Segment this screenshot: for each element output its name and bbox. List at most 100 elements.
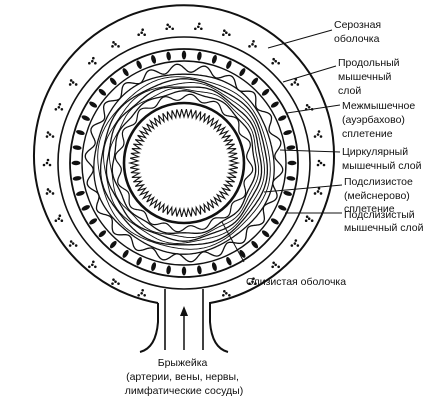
longitudinal-muscle-cell [109, 240, 117, 249]
serosa-dot [165, 27, 168, 31]
serosa-dot [42, 163, 46, 167]
serosa-dot [248, 282, 251, 285]
label-serous: Серозная оболочка [334, 19, 384, 45]
serosa-dot [272, 57, 275, 61]
serosa-dot [58, 214, 62, 218]
serosa-dot [54, 219, 58, 223]
serosa-dot [92, 260, 95, 264]
longitudinal-muscle-cell [226, 257, 232, 266]
serosa-dot [168, 25, 171, 29]
longitudinal-muscle-cell [89, 101, 98, 108]
longitudinal-muscle-cell [261, 230, 270, 238]
longitudinal-muscle-cell [122, 68, 129, 77]
serosa-dot [58, 102, 62, 106]
longitudinal-muscle-cell [109, 77, 117, 86]
serosa-dot [252, 40, 255, 43]
label-mucosa: Слизистая оболочка [246, 276, 346, 288]
serosa-dot [51, 135, 55, 138]
serosa-inner-line [57, 36, 311, 290]
longitudinal-muscle-cell [197, 265, 202, 275]
submucosal-muscle-ring [122, 101, 246, 225]
longitudinal-muscle-cell [286, 176, 296, 181]
longitudinal-muscle-cell [287, 160, 297, 166]
serosa-dot [200, 27, 203, 31]
serosa-dot [198, 22, 201, 26]
serosa-dot [94, 61, 97, 65]
mesentery-arrowhead [180, 306, 188, 316]
meissner-plexus-wave [114, 93, 254, 233]
serosa-dot [319, 161, 323, 165]
mucosa-villi [127, 108, 241, 218]
serosa-dot [94, 265, 97, 269]
serosa-dot [74, 83, 78, 86]
longitudinal-muscle-cell [211, 55, 217, 64]
label-auerbach-plexus: Межмышечное (ауэрбахово) сплетение [342, 100, 418, 140]
longitudinal-muscle-cell [251, 77, 259, 86]
label-circular-muscle: Циркулярный мышечный слой [342, 146, 422, 172]
serosa-dot [293, 242, 297, 245]
serosa-dot [46, 188, 50, 191]
serosa-dots [42, 22, 326, 297]
longitudinal-muscle-cell [136, 60, 142, 69]
serosa-dot [48, 133, 52, 136]
longitudinal-muscle-cell [261, 88, 270, 96]
serosa-dot [46, 158, 50, 162]
serosa-dot [305, 215, 309, 219]
leader-circular [279, 149, 341, 153]
serosa-dot [194, 27, 197, 31]
longitudinal-muscle-cell [239, 68, 246, 77]
mesentery-channel [164, 289, 204, 350]
longitudinal-muscle-cell [197, 51, 202, 61]
longitudinal-muscle-ring-inner [81, 60, 287, 266]
serosa-dot [140, 291, 143, 295]
longitudinal-muscle-cell [226, 60, 232, 69]
serosa-dot [88, 265, 91, 269]
serosa-dot [92, 56, 95, 60]
serosa-dot [317, 187, 321, 190]
serosa-dot [293, 81, 297, 84]
serosa-dot [114, 280, 117, 283]
serosa-dot [112, 41, 115, 44]
serosa-dot [141, 28, 144, 32]
longitudinal-muscle-cell [166, 51, 171, 61]
serosa-dot [319, 135, 323, 138]
longitudinal-muscle-cell [151, 55, 157, 64]
serosa-dot [223, 289, 226, 293]
leader-lines [221, 29, 343, 263]
longitudinal-muscle-cell [283, 190, 292, 196]
circular-muscle-ring [111, 90, 257, 234]
serosa-dot [313, 192, 317, 195]
label-meissner-plexus: Подслизистое (мейснерово) сплетение [344, 176, 416, 215]
leader-mucosa [221, 221, 245, 263]
serosa-dot [277, 61, 280, 65]
serosa-dot [45, 161, 49, 165]
leader-meissner [263, 184, 343, 193]
serosa-dot [307, 217, 311, 221]
serosa-dot [71, 242, 75, 245]
leader-serous [267, 29, 333, 49]
serosa-dot [252, 277, 255, 280]
serosa-dot [57, 217, 61, 221]
serosa-dot [222, 293, 225, 297]
longitudinal-muscle-cell [122, 249, 129, 258]
serosa-dot [51, 192, 55, 195]
longitudinal-muscle-cell [270, 218, 279, 225]
serosa-dot [307, 105, 311, 109]
longitudinal-muscle-cell [76, 190, 85, 196]
longitudinal-muscle-cell [211, 262, 217, 271]
longitudinal-muscle-cell [98, 88, 107, 96]
longitudinal-muscle-cell [98, 230, 107, 238]
serosa-dot [117, 282, 120, 285]
label-mesentery: Брыжейка (артерии, вены, нервы, лимфатич… [125, 357, 243, 397]
serosa-dot [140, 31, 143, 35]
circular-muscle-ring [93, 73, 275, 255]
serosa-dot [117, 45, 120, 48]
serosa-dot [91, 263, 94, 267]
serosa-dot [305, 103, 309, 107]
serosa-dot [223, 29, 226, 33]
serosa-dot [319, 192, 323, 195]
serosa-dot [137, 293, 140, 297]
longitudinal-muscle-cell [151, 262, 157, 271]
longitudinal-muscle-cells [71, 50, 297, 276]
